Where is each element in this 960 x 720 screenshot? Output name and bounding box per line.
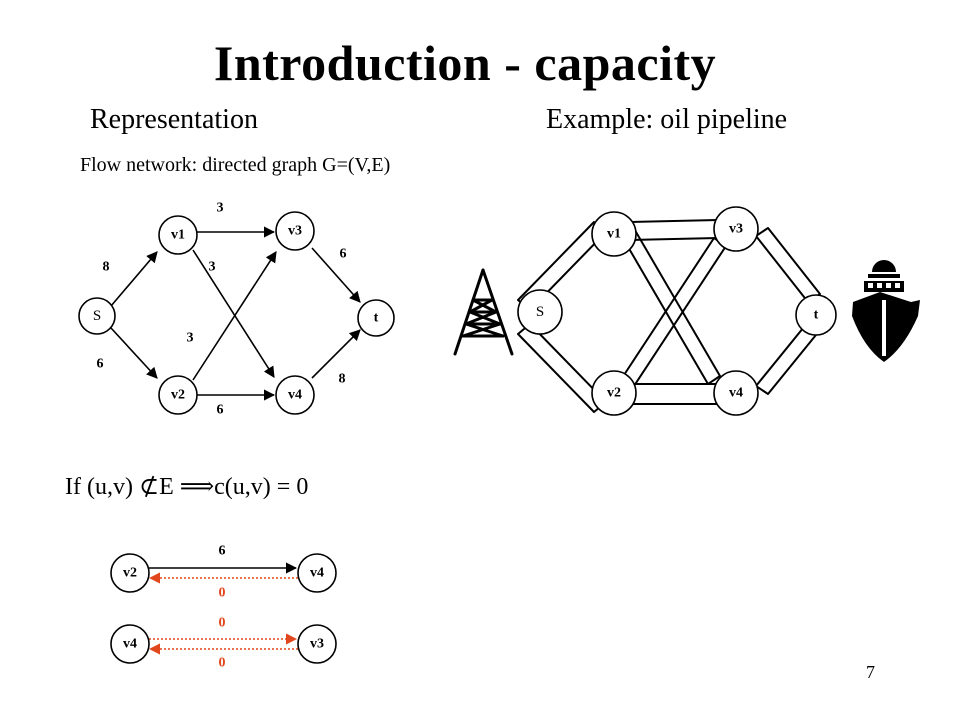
node-v1-label: v1 [171,228,185,243]
pipe-v3-t [755,227,821,303]
pipe-node-v3 [713,206,759,252]
pipe-node-s-label: S [536,304,544,320]
pair2-top-capacity: 0 [219,616,226,631]
rule-part-3: c(u,v) = 0 [214,474,309,500]
not-subset-symbol: ⊄ [138,474,160,500]
node-s-label: S [93,308,101,324]
pipe-v2-v4 [631,383,719,405]
edge-v1-v4 [192,249,275,378]
pipe-v2-v3 [621,237,727,387]
pipe-node-v2-label: v2 [607,386,621,401]
oil-derrick-icon [453,268,514,356]
capacity-v1-v4: 3 [209,260,216,275]
pair1-node-right-label: v4 [310,566,324,581]
capacity-v2-v3: 3 [187,331,194,346]
capacity-v3-t: 6 [340,247,347,262]
pair1-node-left-label: v2 [123,566,137,581]
capacity-v2-v4: 6 [217,403,224,418]
slide-title: Introduction - capacity [213,35,717,91]
pair2-bottom-capacity: 0 [219,656,226,671]
flow-network-graph: S v1 v2 v3 v4 t 8 6 3 3 3 6 6 8 [78,201,395,418]
pair1-reverse-capacity: 0 [219,586,226,601]
pipe-node-s [517,289,563,335]
edge-s-v2 [110,327,158,379]
node-s [78,297,116,335]
node-v4 [275,375,315,415]
edge-v4-t [311,329,361,379]
pipe-node-v4-label: v4 [729,386,743,401]
node-v3-label: v3 [288,224,302,239]
example-heading: Example: oil pipeline [546,104,788,135]
page-number: 7 [866,662,875,682]
tanker-ship-icon [852,260,920,362]
node-t [357,299,395,337]
oil-pipeline-diagram: S v1 v2 v3 v4 t [453,206,920,416]
node-t-label: t [374,311,379,326]
pipe-node-t-label: t [814,308,819,323]
pipe-node-v2 [591,370,637,416]
node-v3 [275,211,315,251]
edge-v2-v3 [192,251,277,381]
rule-part-2: E [159,474,174,500]
capacity-v1-v3: 3 [217,201,224,216]
pipe-node-v4 [713,370,759,416]
capacity-rule: If (u,v) ⊄ E ⟹ c(u,v) = 0 [65,472,308,501]
edge-v3-t [311,247,361,303]
pair1-forward-capacity: 6 [219,544,226,559]
pair1-node-left [110,553,150,593]
flow-network-caption: Flow network: directed graph G=(V,E) [80,154,391,176]
node-v1 [158,215,198,255]
pipe-v1-v4 [623,231,721,385]
pipe-node-v1 [591,211,637,257]
reverse-edge-examples: v2 v4 6 0 v4 v3 0 0 [110,544,337,671]
pipe-node-v3-label: v3 [729,222,743,237]
pair2-node-right-label: v3 [310,637,324,652]
pair2-node-right [297,624,337,664]
pair2-node-left [110,624,150,664]
pipe-node-t [795,294,837,336]
edge-s-v1 [110,251,158,307]
implies-symbol: ⟹ [179,474,215,500]
pipe-node-v1-label: v1 [607,227,621,242]
capacity-s-v2: 6 [97,357,104,372]
node-v2-label: v2 [171,388,185,403]
representation-heading: Representation [90,104,258,135]
capacity-s-v1: 8 [103,260,110,275]
node-v4-label: v4 [288,388,302,403]
pair2-node-left-label: v4 [123,637,137,652]
pair1-node-right [297,553,337,593]
pipe-v1-v3 [631,219,719,241]
node-v2 [158,375,198,415]
rule-part-1: If (u,v) [65,474,133,500]
capacity-v4-t: 8 [339,372,346,387]
